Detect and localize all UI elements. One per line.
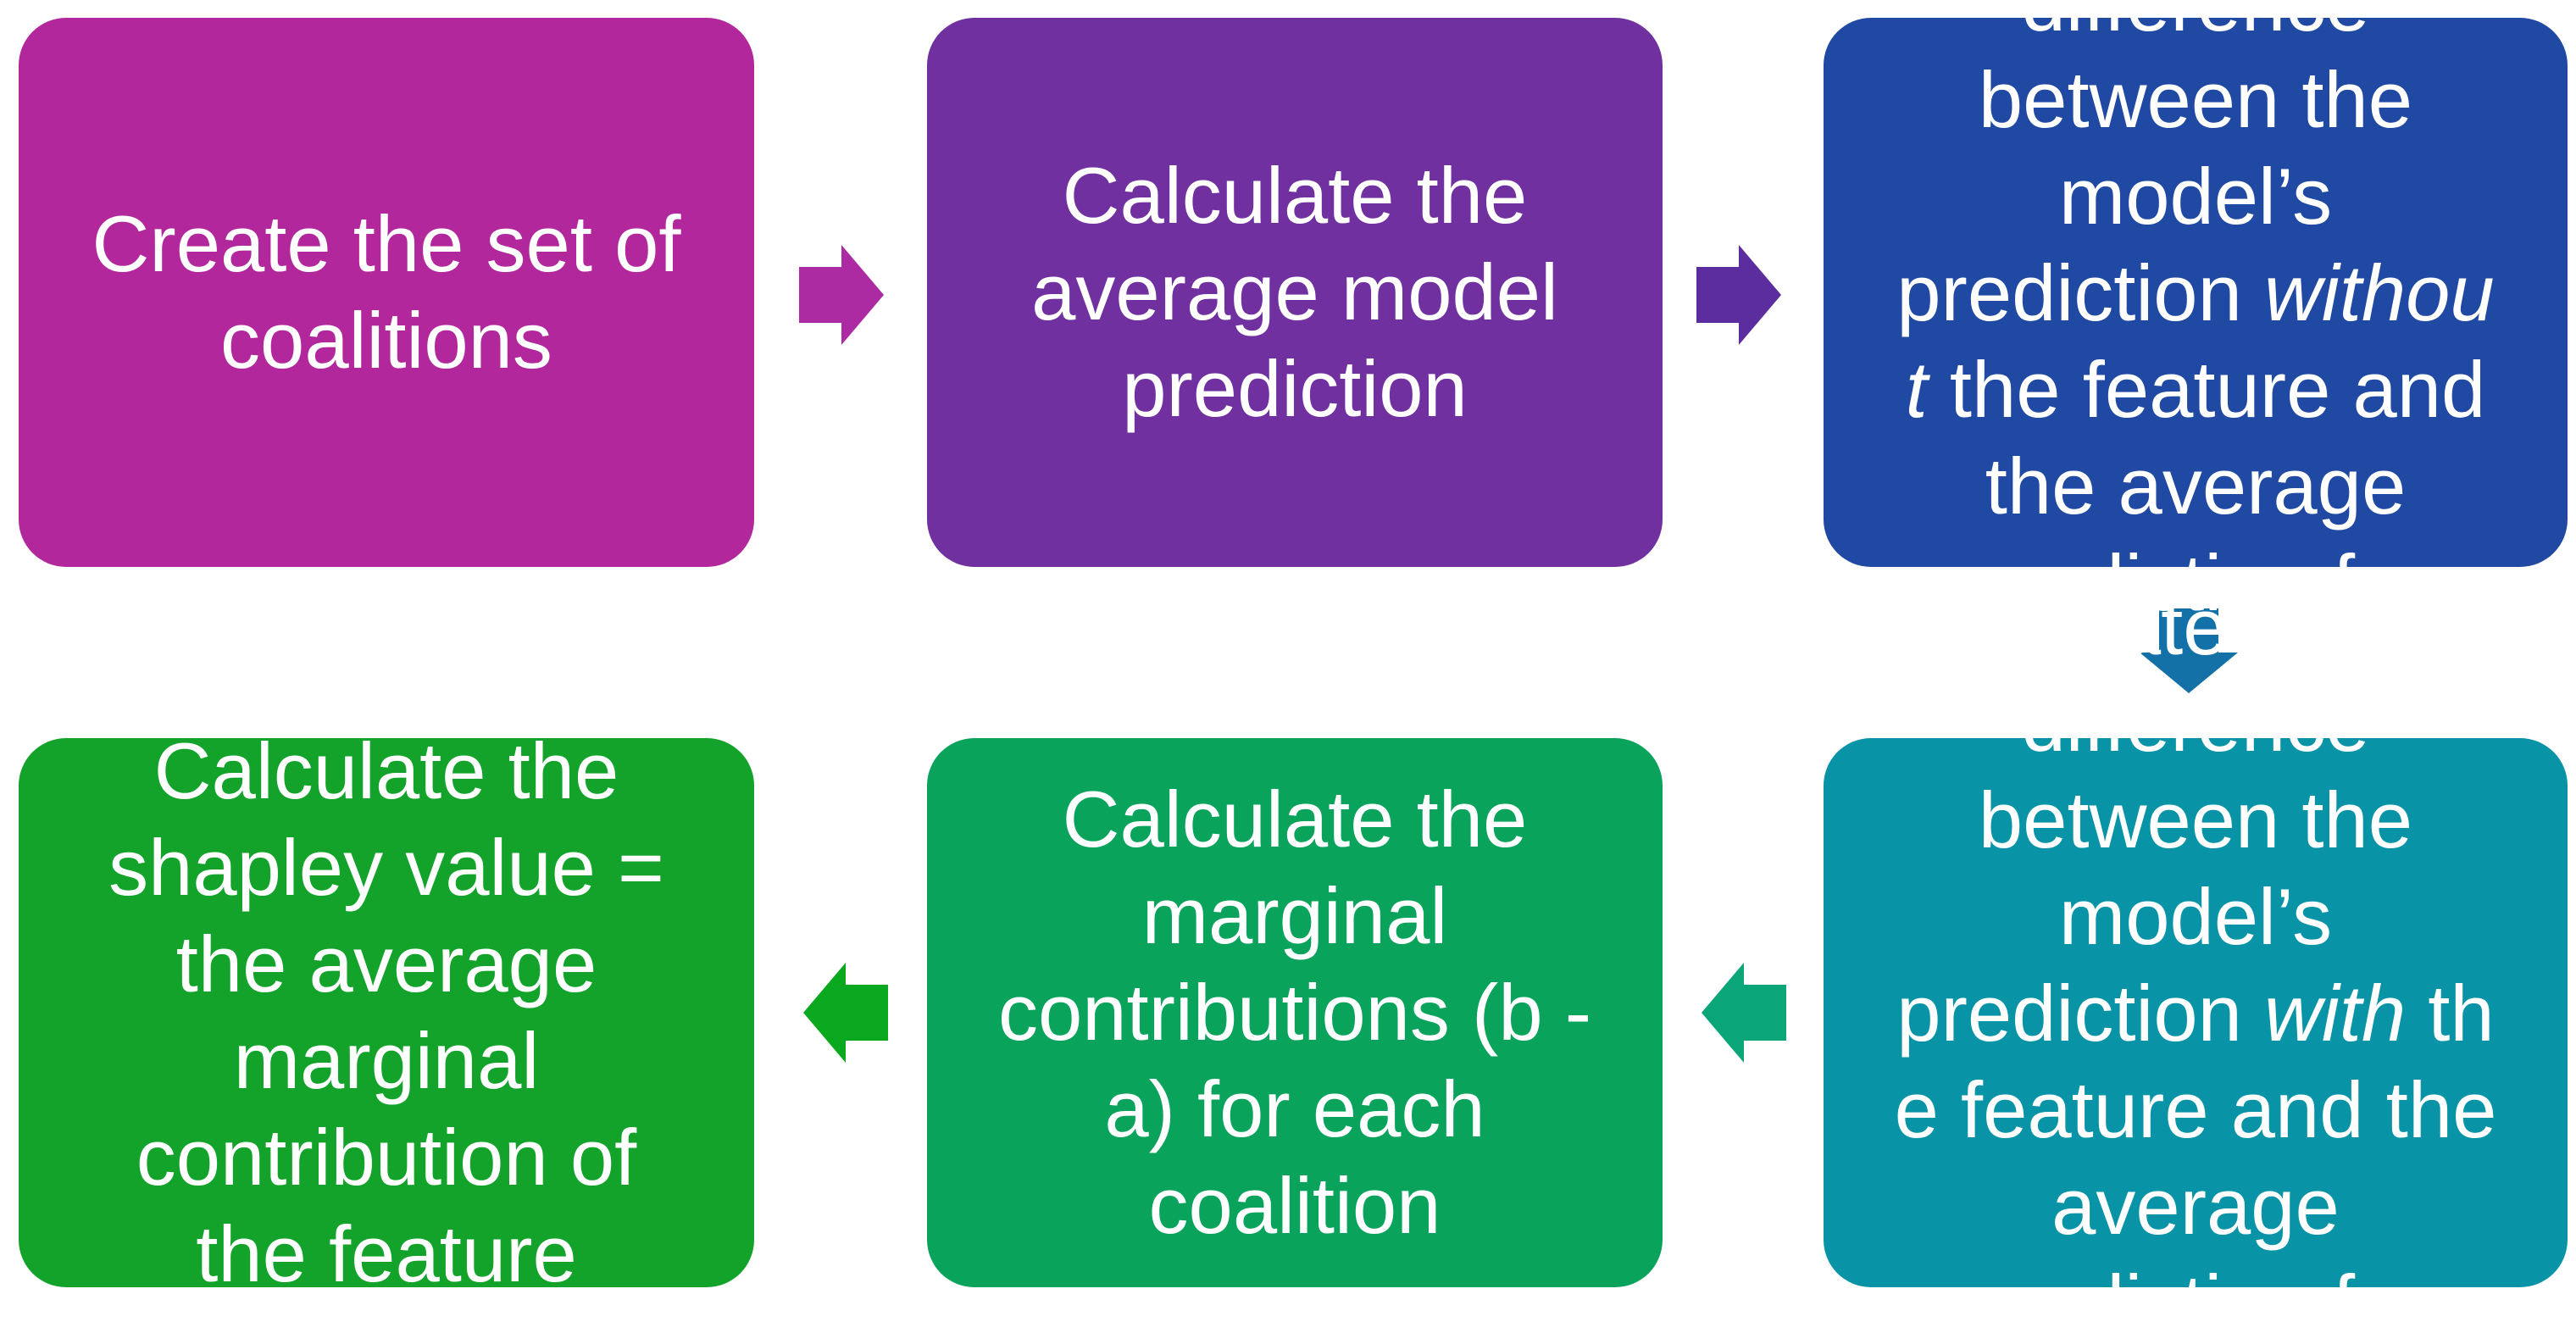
text-line: average: [1824, 1158, 2568, 1255]
rounded-rectangle: [927, 18, 1663, 567]
arrow-left-icon: [1702, 963, 1786, 1063]
text-line: model’s: [1824, 148, 2568, 245]
text-line: contribution of: [19, 1109, 754, 1206]
text-line: prediction for: [1824, 1255, 2568, 1322]
text-line: contributions (b -: [927, 964, 1663, 1061]
rounded-rectangle: [1824, 738, 2568, 1287]
step-text: Calculate the difference between themodel’…: [1824, 0, 2568, 728]
text-line: between the: [1824, 52, 2568, 148]
text-segment: the feature: [196, 1209, 577, 1298]
text-segment: marginal: [233, 1016, 540, 1105]
text-segment: t: [1905, 345, 1928, 434]
text-segment: Calculate the: [1062, 151, 1528, 240]
text-segment: shapley value =: [108, 823, 664, 912]
text-segment: between the: [1978, 775, 2413, 864]
text-line: the average: [19, 916, 754, 1013]
text-segment: average: [2051, 1162, 2340, 1251]
text-line: Calculate the: [1756, 579, 2500, 675]
text-line: the feature: [19, 1206, 754, 1303]
text-line: marginal: [927, 868, 1663, 964]
text-segment: Calculate the: [153, 726, 619, 815]
text-line: Calculate the: [927, 147, 1663, 244]
text-line: the average: [1824, 438, 2568, 535]
text-line: between the: [1824, 772, 2568, 869]
text-segment: difference: [2021, 0, 2370, 47]
text-segment: between the: [1978, 55, 2413, 144]
text-segment: with: [2264, 969, 2407, 1058]
text-line: marginal: [19, 1013, 754, 1109]
text-line: e feature and the: [1824, 1062, 2568, 1158]
text-segment: withou: [2263, 248, 2495, 337]
text-line: Calculate the: [19, 723, 754, 819]
text-line: prediction for: [1824, 535, 2568, 631]
text-line: coalition: [927, 1158, 1663, 1254]
text-line: shapley value =: [19, 819, 754, 916]
text-segment: prediction for: [1965, 538, 2426, 627]
text-segment: the average: [1985, 442, 2407, 530]
text-line: difference: [1824, 0, 2568, 52]
text-segment: marginal: [1141, 871, 1448, 960]
text-segment: coalitions: [220, 296, 552, 385]
text-segment: contributions (b -: [997, 968, 1592, 1057]
text-segment: difference: [2021, 679, 2370, 768]
arrow-shape: [1696, 245, 1781, 345]
text-segment: the feature and: [1927, 345, 2486, 434]
arrow-right-icon: [799, 245, 884, 345]
text-segment: contribution of: [136, 1113, 637, 1202]
text-line: model’s: [1824, 869, 2568, 965]
text-segment: the average: [175, 919, 597, 1008]
arrow-shape: [803, 963, 888, 1063]
text-line: prediction withou: [1824, 245, 2568, 342]
text-segment: a) for each: [1104, 1064, 1485, 1153]
arrow-left-icon: [803, 963, 888, 1063]
arrow-right-icon: [1696, 245, 1781, 345]
rounded-rectangle: [19, 18, 754, 567]
text-line: Calculate the: [927, 771, 1663, 868]
text-segment: th: [2406, 969, 2495, 1058]
rounded-rectangle: [19, 738, 754, 1287]
text-segment: prediction: [1896, 969, 2264, 1058]
text-line: Create the set of: [19, 196, 754, 292]
text-segment: prediction for: [1965, 1258, 2426, 1322]
arrow-down-icon: [2140, 608, 2238, 693]
text-segment: model’s: [2058, 872, 2333, 961]
text-segment: Create the set of: [92, 199, 681, 288]
text-segment: Calculate the: [1895, 582, 2361, 671]
text-line: coalitions: [19, 292, 754, 389]
text-segment: prediction: [1896, 248, 2264, 337]
text-segment: e feature and the: [1894, 1065, 2497, 1154]
text-segment: coalition: [1148, 1161, 1441, 1250]
text-line: prediction with th: [1824, 965, 2568, 1062]
text-segment: average model: [1031, 247, 1558, 336]
text-segment: prediction: [1122, 344, 1468, 433]
text-segment: model’s: [2058, 152, 2333, 241]
arrow-shape: [2140, 608, 2238, 693]
text-line: a) for each: [927, 1061, 1663, 1158]
text-line: prediction: [927, 341, 1663, 437]
text-line: average model: [927, 244, 1663, 341]
text-segment: Calculate the: [1062, 775, 1528, 864]
rounded-rectangle: [1824, 18, 2568, 567]
arrow-shape: [1702, 963, 1786, 1063]
arrow-shape: [799, 245, 884, 345]
text-line: t the feature and: [1824, 342, 2568, 438]
rounded-rectangle: [927, 738, 1663, 1287]
text-line: difference: [1824, 675, 2568, 772]
